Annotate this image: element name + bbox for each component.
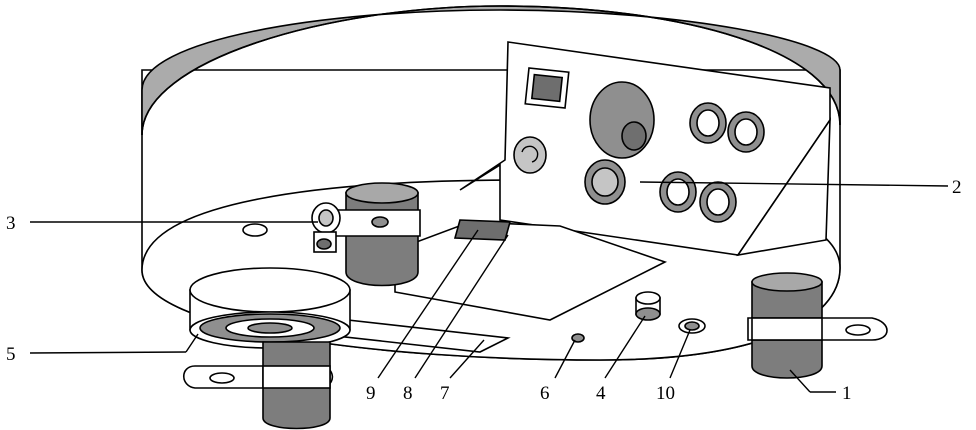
callout-8: 8	[403, 383, 413, 404]
cable-clamp[interactable]	[311, 202, 341, 253]
leader-8	[414, 234, 509, 379]
hole-top-left	[242, 223, 268, 237]
leader-10	[669, 329, 691, 379]
connector-panel	[459, 41, 831, 257]
round-button[interactable]	[584, 159, 626, 205]
callout-5: 5	[6, 344, 16, 365]
connector-pair-top[interactable]	[689, 102, 765, 153]
callout-2: 2	[952, 177, 962, 198]
leader-7	[449, 339, 485, 379]
leader-5	[29, 351, 187, 354]
recess-slot	[453, 219, 512, 241]
leader-9	[377, 229, 479, 379]
foot-right	[747, 272, 888, 379]
housing-top-rim	[141, 5, 841, 136]
jack-connector-left[interactable]	[513, 136, 547, 174]
callout-7: 7	[440, 383, 450, 404]
post-4	[635, 291, 661, 321]
speaker	[189, 267, 351, 349]
leader-6	[554, 339, 576, 379]
base-recess	[297, 219, 668, 353]
callout-labels: 1 2 3 4 5 6 7 8 9 10	[6, 177, 962, 404]
foot-lower-left	[182, 341, 334, 430]
main-knob[interactable]	[589, 81, 655, 159]
callout-6: 6	[540, 383, 550, 404]
leader-2	[639, 181, 949, 187]
callout-1: 1	[842, 383, 852, 404]
leader-4	[604, 315, 646, 379]
callout-10: 10	[656, 383, 675, 404]
base-fasteners	[242, 223, 706, 343]
power-switch[interactable]	[524, 67, 570, 109]
callout-3: 3	[6, 213, 16, 234]
leader-1	[789, 369, 811, 393]
foot-upper-body	[345, 192, 419, 287]
leader-lines	[29, 181, 949, 393]
callout-4: 4	[596, 383, 606, 404]
callout-9: 9	[366, 383, 376, 404]
panel-side	[736, 117, 831, 257]
